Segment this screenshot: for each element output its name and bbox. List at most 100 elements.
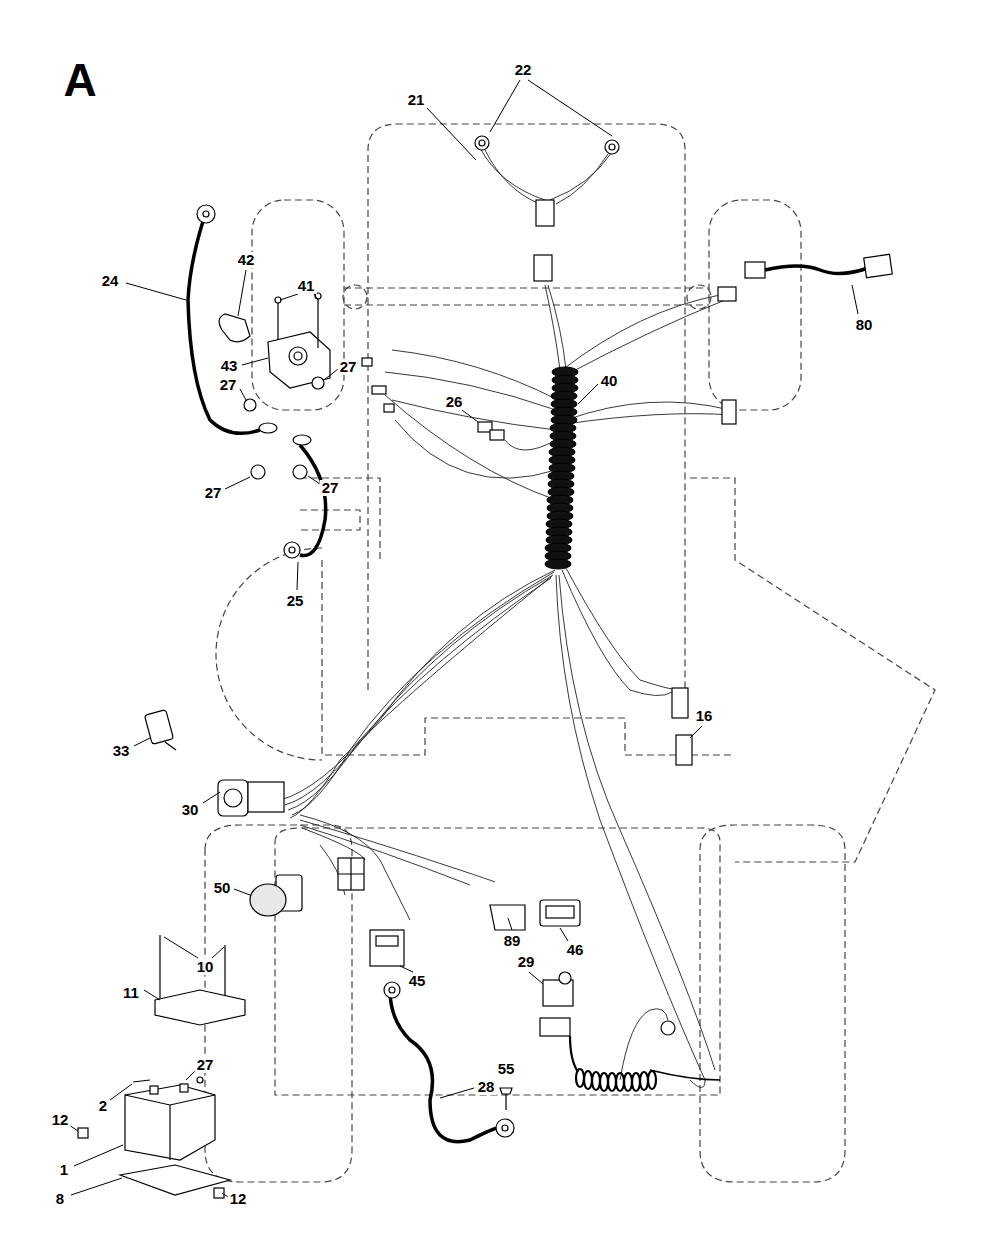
leader-lines — [690, 726, 702, 738]
leader-lines — [280, 294, 318, 300]
components — [312, 377, 324, 389]
components — [268, 332, 330, 388]
harness-wires — [562, 568, 680, 696]
coil-cable — [592, 1072, 600, 1090]
components — [864, 254, 893, 277]
components — [188, 212, 260, 433]
components — [370, 930, 404, 966]
leader-lines — [71, 1178, 122, 1195]
components — [250, 884, 286, 916]
components — [559, 972, 571, 984]
components — [384, 982, 400, 998]
components — [338, 858, 364, 890]
components — [672, 688, 688, 718]
harness-wires — [562, 295, 733, 424]
harness-wires — [280, 148, 733, 1088]
components — [765, 266, 868, 274]
leader-lines — [144, 990, 160, 1000]
battery — [78, 1128, 88, 1138]
coil-cable — [584, 1071, 592, 1089]
components — [536, 200, 554, 226]
components — [289, 347, 307, 365]
callout-number: 30 — [180, 802, 201, 818]
callout-number: 21 — [406, 92, 427, 108]
leader-lines — [203, 792, 220, 803]
coil-cable — [632, 1073, 640, 1091]
callout-number: 25 — [285, 593, 306, 609]
components — [661, 1021, 675, 1035]
harness-wires — [480, 148, 612, 204]
leader-lines — [440, 1088, 474, 1098]
tractor-outline — [216, 548, 322, 760]
components — [338, 858, 364, 890]
components — [165, 742, 176, 750]
callout-number: 40 — [599, 373, 620, 389]
components — [155, 990, 245, 1025]
leader-lines — [529, 972, 543, 984]
battery — [133, 1080, 150, 1082]
callout-number: 42 — [236, 252, 257, 268]
callout-number: 24 — [100, 273, 121, 289]
components — [259, 423, 277, 433]
components — [718, 287, 736, 301]
components — [546, 906, 574, 918]
callout-number: 27 — [218, 377, 239, 393]
coil-cable — [640, 1072, 648, 1090]
harness-wires — [505, 440, 556, 450]
components — [490, 905, 525, 930]
leader-lines — [400, 966, 413, 972]
harness-wires — [300, 815, 495, 920]
leader-lines — [238, 270, 246, 316]
components — [224, 789, 242, 807]
callout-number: 27 — [320, 480, 341, 496]
tractor-outline — [368, 124, 685, 690]
components — [502, 1125, 508, 1131]
tractor-outline — [344, 288, 709, 305]
components — [203, 211, 209, 217]
tractor-outline — [687, 285, 711, 309]
components — [540, 1018, 570, 1036]
battery — [125, 1085, 215, 1160]
leader-lines — [560, 928, 568, 941]
components — [722, 400, 736, 424]
components — [490, 430, 504, 440]
components — [540, 900, 580, 926]
leader-lines — [427, 108, 476, 160]
leader-lines — [240, 389, 246, 400]
leader-lines — [852, 285, 858, 314]
callout-number: 27 — [195, 1057, 216, 1073]
components — [278, 296, 318, 348]
callout-number: 8 — [54, 1191, 66, 1207]
callout-number: 80 — [854, 317, 875, 333]
leader-lines — [462, 410, 478, 422]
harness-wires — [545, 285, 566, 370]
components — [534, 255, 552, 281]
components — [197, 205, 215, 223]
leader-lines — [242, 358, 268, 365]
callout-number: 27 — [203, 485, 224, 501]
harness-wires — [556, 575, 715, 1088]
callout-number: 1 — [58, 1162, 70, 1178]
components — [496, 1119, 514, 1137]
battery — [78, 1077, 230, 1198]
callout-number: 33 — [111, 743, 132, 759]
leader-lines — [134, 738, 150, 746]
callout-number: 11 — [121, 985, 141, 1001]
coil-cable — [616, 1073, 624, 1091]
components — [676, 735, 692, 765]
battery — [197, 1077, 203, 1083]
harness-wires — [280, 570, 555, 818]
components — [362, 358, 372, 366]
battery — [180, 1084, 188, 1092]
components — [244, 399, 256, 411]
leader-lines — [490, 80, 612, 136]
callout-number: 50 — [212, 880, 233, 896]
callout-number: 41 — [296, 278, 317, 294]
components — [384, 404, 394, 412]
section-letter: A — [63, 56, 96, 104]
components — [289, 547, 295, 553]
coil-cable — [648, 1071, 656, 1089]
leader-lines — [225, 477, 250, 489]
components — [609, 144, 615, 150]
